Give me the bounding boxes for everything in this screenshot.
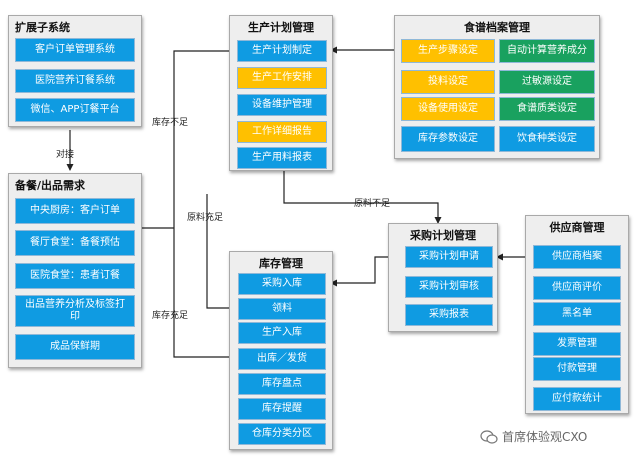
material-short-arrow <box>283 171 442 224</box>
supplier-title: 供应商管理 <box>549 221 605 234</box>
inventory-item[interactable]: 库存提醒 <box>238 398 326 420</box>
recipe-item[interactable]: 过敏源设定 <box>499 70 595 94</box>
inventory-title: 库存管理 <box>259 257 303 270</box>
supplier-panel: 供应商管理 供应商档案 供应商评价 黑名单 发票管理 付款管理 应付款统计 <box>525 215 629 414</box>
inventory-panel: 库存管理 采购入库 领料 生产入库 出库／发货 库存盘点 库存提醒 仓库分类分区 <box>229 251 333 450</box>
stock-enough-label: 库存充足 <box>152 311 189 321</box>
production-plan-panel: 生产计划管理 生产计划制定 生产工作安排 设备维护管理 工作详细报告 生产用料报… <box>229 15 333 171</box>
procurement-plan-panel: 采购计划管理 采购计划申请 采购计划审核 采购报表 <box>388 223 498 332</box>
demand-item[interactable]: 出品营养分析及标签打印 <box>15 295 135 327</box>
dock-label: 对接 <box>56 150 75 160</box>
recipe-item[interactable]: 库存参数设定 <box>401 126 495 152</box>
inventory-item[interactable]: 生产入库 <box>238 322 326 344</box>
demand-panel: 备餐/出品需求 中央厨房：客户订单 餐厅食堂：备餐预估 医院食堂：患者订餐 出品… <box>8 173 142 368</box>
supplier-item[interactable]: 发票管理 <box>533 332 621 356</box>
recipe-item[interactable]: 投料设定 <box>401 70 495 94</box>
inventory-item[interactable]: 库存盘点 <box>238 373 326 395</box>
procurement-title: 采购计划管理 <box>410 229 476 242</box>
recipe-item[interactable]: 饮食种类设定 <box>499 126 595 152</box>
expansion-title: 扩展子系统 <box>15 21 70 34</box>
recipe-title: 食谱档案管理 <box>464 21 530 34</box>
wechat-icon <box>480 429 498 444</box>
production-title: 生产计划管理 <box>248 21 314 34</box>
recipe-item[interactable]: 生产步骤设定 <box>401 39 495 63</box>
watermark-text: 首席体验观CXO <box>502 430 588 444</box>
inventory-item[interactable]: 仓库分类分区 <box>238 423 326 445</box>
demand-item[interactable]: 餐厅食堂：备餐预估 <box>15 230 135 256</box>
stock-short-arrow <box>173 47 236 228</box>
production-item[interactable]: 生产工作安排 <box>237 67 327 89</box>
material-short-label: 原料不足 <box>354 199 391 209</box>
supplier-item[interactable]: 供应商评价 <box>533 276 621 300</box>
expansion-item[interactable]: 微信、APP订餐平台 <box>15 98 135 122</box>
inventory-item[interactable]: 领料 <box>238 298 326 320</box>
recipe-item[interactable]: 食谱质类设定 <box>499 97 595 121</box>
procurement-item[interactable]: 采购报表 <box>405 304 493 326</box>
production-item[interactable]: 工作详细报告 <box>237 121 327 143</box>
demand-title: 备餐/出品需求 <box>15 179 86 192</box>
supplier-item[interactable]: 供应商档案 <box>533 245 621 269</box>
demand-item[interactable]: 成品保鲜期 <box>15 334 135 360</box>
supplier-item[interactable]: 付款管理 <box>533 357 621 381</box>
recipe-item[interactable]: 设备使用设定 <box>401 97 495 121</box>
material-enough-label: 原料充足 <box>187 213 224 223</box>
production-item[interactable]: 设备维护管理 <box>237 94 327 116</box>
supplier-item[interactable]: 黑名单 <box>533 302 621 326</box>
material-enough-arrow <box>206 194 237 312</box>
expansion-item[interactable]: 客户订单管理系统 <box>15 38 135 62</box>
stock-enough-arrow <box>173 228 236 361</box>
recipe-archive-panel: 食谱档案管理 生产步骤设定 自动计算营养成分 投料设定 过敏源设定 设备使用设定… <box>394 15 600 159</box>
production-item[interactable]: 生产计划制定 <box>237 40 327 62</box>
procurement-item[interactable]: 采购计划审核 <box>405 276 493 298</box>
watermark: 首席体验观CXO <box>480 428 587 445</box>
production-item[interactable]: 生产用料报表 <box>237 147 327 169</box>
expansion-item[interactable]: 医院营养订餐系统 <box>15 69 135 93</box>
expansion-subsystem-panel: 扩展子系统 客户订单管理系统 医院营养订餐系统 微信、APP订餐平台 <box>8 15 142 127</box>
supplier-item[interactable]: 应付款统计 <box>533 387 621 411</box>
demand-item[interactable]: 医院食堂：患者订餐 <box>15 263 135 289</box>
inventory-item[interactable]: 出库／发货 <box>238 348 326 370</box>
stock-short-label: 库存不足 <box>152 118 189 128</box>
procurement-item[interactable]: 采购计划申请 <box>405 246 493 268</box>
demand-item[interactable]: 中央厨房：客户订单 <box>15 198 135 224</box>
recipe-item[interactable]: 自动计算营养成分 <box>499 39 595 63</box>
inventory-item[interactable]: 采购入库 <box>238 273 326 295</box>
